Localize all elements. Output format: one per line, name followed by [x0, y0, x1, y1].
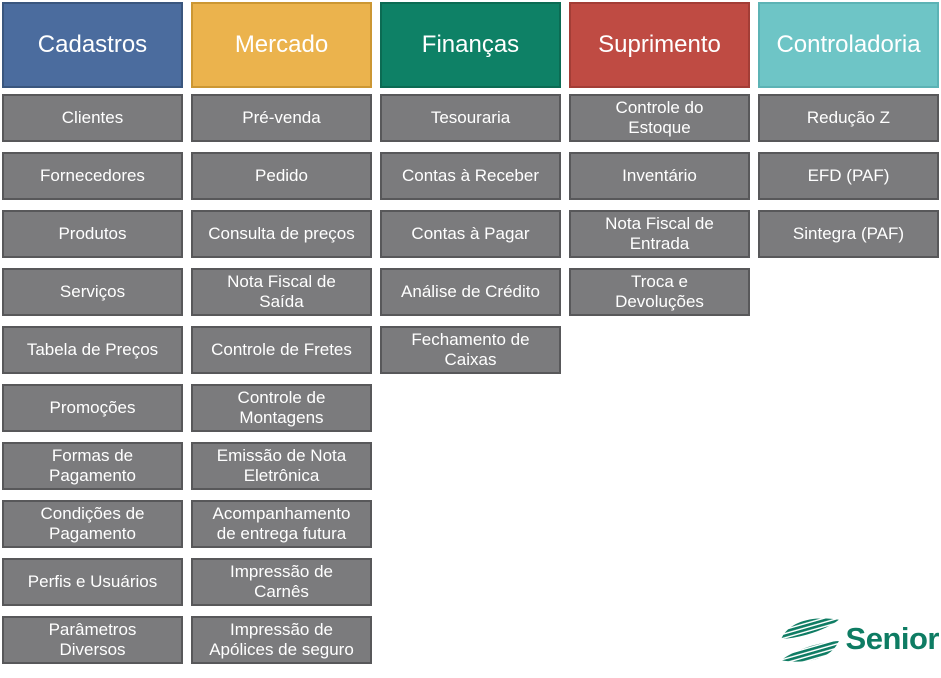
menu-item-nota-fiscal-de-entrada[interactable]: Nota Fiscal de Entrada: [569, 210, 750, 258]
menu-item-consulta-de-precos[interactable]: Consulta de preços: [191, 210, 372, 258]
menu-item-contas-a-pagar[interactable]: Contas à Pagar: [380, 210, 561, 258]
menu-item-emissao-de-nota-eletronica[interactable]: Emissão de Nota Eletrônica: [191, 442, 372, 490]
menu-item-controle-de-fretes[interactable]: Controle de Fretes: [191, 326, 372, 374]
menu-item-sintegra-paf[interactable]: Sintegra (PAF): [758, 210, 939, 258]
menu-item-controle-do-estoque[interactable]: Controle do Estoque: [569, 94, 750, 142]
menu-item-formas-de-pagamento[interactable]: Formas de Pagamento: [2, 442, 183, 490]
category-header-suprimento[interactable]: Suprimento: [569, 2, 750, 88]
menu-item-servicos[interactable]: Serviços: [2, 268, 183, 316]
column-controladoria: Controladoria Redução Z EFD (PAF) Sinteg…: [758, 2, 939, 258]
menu-item-impressao-de-apolices-de-seguro[interactable]: Impressão de Apólices de seguro: [191, 616, 372, 664]
senior-swirl-icon: [780, 618, 839, 662]
menu-item-promocoes[interactable]: Promoções: [2, 384, 183, 432]
menu-item-produtos[interactable]: Produtos: [2, 210, 183, 258]
menu-item-nota-fiscal-de-saida[interactable]: Nota Fiscal de Saída: [191, 268, 372, 316]
menu-item-tesouraria[interactable]: Tesouraria: [380, 94, 561, 142]
column-mercado: Mercado Pré-venda Pedido Consulta de pre…: [191, 2, 372, 664]
menu-item-fechamento-de-caixas[interactable]: Fechamento de Caixas: [380, 326, 561, 374]
menu-item-impressao-de-carnes[interactable]: Impressão de Carnês: [191, 558, 372, 606]
menu-item-parametros-diversos[interactable]: Parâmetros Diversos: [2, 616, 183, 664]
menu-item-inventario[interactable]: Inventário: [569, 152, 750, 200]
category-header-controladoria[interactable]: Controladoria: [758, 2, 939, 88]
category-header-mercado[interactable]: Mercado: [191, 2, 372, 88]
senior-logo-text: Senior: [845, 620, 940, 656]
menu-item-troca-e-devolucoes[interactable]: Troca e Devoluções: [569, 268, 750, 316]
menu-item-tabela-de-precos[interactable]: Tabela de Preços: [2, 326, 183, 374]
column-financas: Finanças Tesouraria Contas à Receber Con…: [380, 2, 561, 374]
menu-item-reducao-z[interactable]: Redução Z: [758, 94, 939, 142]
menu-item-analise-de-credito[interactable]: Análise de Crédito: [380, 268, 561, 316]
menu-item-perfis-e-usuarios[interactable]: Perfis e Usuários: [2, 558, 183, 606]
menu-item-pre-venda[interactable]: Pré-venda: [191, 94, 372, 142]
menu-item-controle-de-montagens[interactable]: Controle de Montagens: [191, 384, 372, 432]
menu-item-acompanhamento-de-entrega-futura[interactable]: Acompanhamento de entrega futura: [191, 500, 372, 548]
menu-item-clientes[interactable]: Clientes: [2, 94, 183, 142]
category-header-financas[interactable]: Finanças: [380, 2, 561, 88]
menu-item-fornecedores[interactable]: Fornecedores: [2, 152, 183, 200]
column-cadastros: Cadastros Clientes Fornecedores Produtos…: [2, 2, 183, 664]
menu-item-efd-paf[interactable]: EFD (PAF): [758, 152, 939, 200]
column-suprimento: Suprimento Controle do Estoque Inventári…: [569, 2, 750, 316]
menu-item-pedido[interactable]: Pedido: [191, 152, 372, 200]
category-header-cadastros[interactable]: Cadastros: [2, 2, 183, 88]
menu-item-contas-a-receber[interactable]: Contas à Receber: [380, 152, 561, 200]
senior-logo: Senior: [779, 615, 940, 665]
menu-item-condicoes-de-pagamento[interactable]: Condições de Pagamento: [2, 500, 183, 548]
